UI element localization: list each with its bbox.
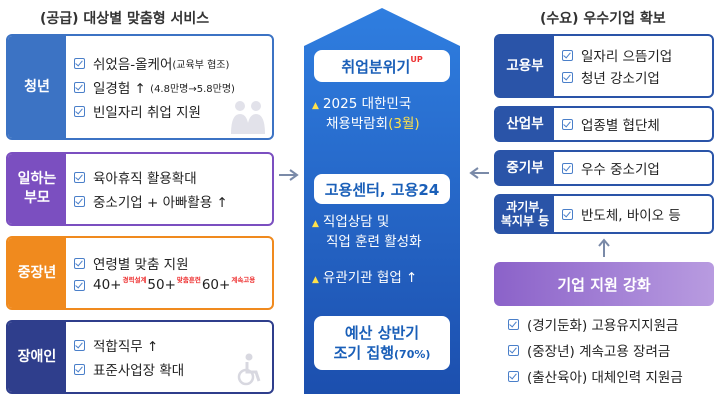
- checkbox-icon: [562, 162, 573, 174]
- group-disabled: 장애인 적합직무 ↑ 표준사업장 확대: [6, 320, 274, 394]
- checkbox-icon: [74, 339, 85, 351]
- list-item: 연령별 맞춤 지원: [74, 253, 266, 273]
- demand-label: 중기부: [496, 152, 554, 184]
- list-item: 반도체, 바이오 등: [562, 204, 708, 224]
- demand-label: 산업부: [496, 108, 554, 140]
- company-support-title: 기업 지원 강화: [494, 262, 714, 306]
- demand-label: 고용부: [496, 36, 554, 96]
- group-label-youth: 청년: [8, 36, 66, 138]
- list-item: 업종별 협단체: [562, 114, 708, 134]
- list-item: (중장년) 계속고용 장려금: [508, 340, 714, 360]
- group-working-parents: 일하는 부모 육아휴직 활용확대 중소기업 + 아빠활용 ↑: [6, 152, 274, 226]
- job-fair-item: ▲2025 대한민국 채용박람회(3월): [312, 96, 420, 133]
- checkbox-icon: [562, 71, 573, 83]
- wheelchair-icon: [237, 353, 261, 386]
- list-item: 표준사업장 확대: [74, 359, 266, 379]
- arrow-right-icon: [279, 169, 299, 181]
- checkbox-icon: [562, 208, 573, 220]
- list-item: 쉬었음-올케어(교육부 협조): [74, 53, 266, 73]
- group-label-parents: 일하는 부모: [8, 154, 66, 224]
- counseling-item: ▲직업상담 및 직업 훈련 활성화: [312, 214, 422, 251]
- age-60-tag: 계속고용: [231, 276, 256, 284]
- list-item: (경기둔화) 고용유지지원금: [508, 314, 714, 334]
- group-label-middle-aged: 중장년: [8, 238, 66, 308]
- support-list: (경기둔화) 고용유지지원금 (중장년) 계속고용 장려금 (출산육아) 대체인…: [508, 314, 714, 386]
- list-item: 육아휴직 활용확대: [74, 167, 266, 187]
- list-item: (출산육아) 대체인력 지원금: [508, 366, 714, 386]
- checkbox-icon: [74, 171, 85, 183]
- age-50: 50+: [147, 277, 176, 293]
- list-item: 빈일자리 취업 지원: [74, 101, 266, 121]
- demand-header: (수요) 우수기업 확보: [540, 11, 666, 27]
- supply-header: (공급) 대상별 맞춤형 서비스: [40, 11, 210, 27]
- checkbox-icon: [74, 81, 85, 93]
- age-40: 40+: [93, 277, 122, 293]
- demand-group-science: 과기부, 복지부 등 반도체, 바이오 등: [494, 194, 714, 234]
- triangle-icon: ▲: [312, 101, 319, 111]
- group-youth: 청년 쉬었음-올케어(교육부 협조) 일경험 ↑ (4.8만명→5.8만명) 빈…: [6, 34, 274, 140]
- arrow-up-icon: [598, 238, 610, 257]
- checkbox-icon: [508, 344, 519, 356]
- list-item: 일자리 으뜸기업: [562, 45, 708, 65]
- demand-group-industry: 산업부 업종별 협단체: [494, 106, 714, 142]
- employment-center-box: 고용센터, 고용24: [314, 174, 450, 204]
- list-item: 우수 중소기업: [562, 158, 708, 178]
- checkbox-icon: [562, 118, 573, 130]
- checkbox-icon: [74, 363, 85, 375]
- list-item: 일경험 ↑ (4.8만명→5.8만명): [74, 77, 266, 97]
- checkbox-icon: [74, 257, 85, 269]
- demand-label: 과기부, 복지부 등: [496, 196, 554, 232]
- age-50-tag: 맞춤훈련: [176, 276, 201, 284]
- checkbox-icon: [562, 49, 573, 61]
- age-60: 60+: [201, 277, 231, 293]
- checkbox-icon: [508, 370, 519, 382]
- people-icon: [231, 101, 265, 134]
- list-item: 적합직무 ↑: [74, 335, 266, 355]
- triangle-icon: ▲: [312, 275, 319, 285]
- checkbox-icon: [74, 279, 85, 291]
- triangle-icon: ▲: [312, 219, 319, 229]
- checkbox-icon: [74, 105, 85, 117]
- checkbox-icon: [74, 57, 85, 69]
- age-list: 40+경력설계 50+맞춤훈련 60+계속고용: [74, 276, 266, 293]
- cooperation-item: ▲유관기관 협업 ↑: [312, 270, 418, 286]
- demand-group-sme: 중기부 우수 중소기업: [494, 150, 714, 186]
- group-middle-aged: 중장년 연령별 맞춤 지원 40+경력설계 50+맞춤훈련 60+계속고용: [6, 236, 274, 310]
- demand-group-employment: 고용부 일자리 으뜸기업 청년 강소기업: [494, 34, 714, 98]
- checkbox-icon: [74, 195, 85, 207]
- list-item: 중소기업 + 아빠활용 ↑: [74, 191, 266, 211]
- checkbox-icon: [508, 318, 519, 330]
- age-40-tag: 경력설계: [122, 276, 147, 284]
- arrow-left-icon: [469, 167, 489, 179]
- group-label-disabled: 장애인: [8, 322, 66, 392]
- budget-box: 예산 상반기 조기 집행(70%): [314, 316, 450, 370]
- list-item: 청년 강소기업: [562, 67, 708, 87]
